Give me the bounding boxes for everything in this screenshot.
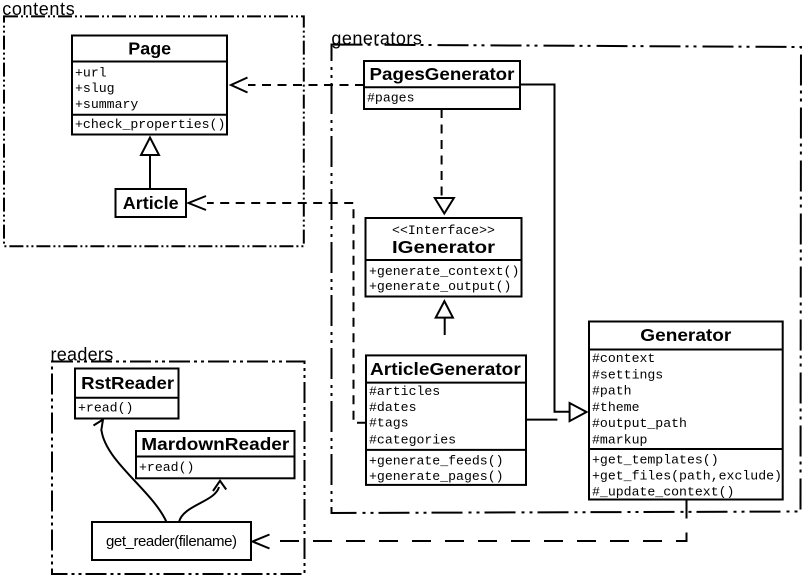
svg-text:+read(): +read() [139,460,194,475]
svg-text:Page: Page [128,39,171,59]
svg-text:#theme: #theme [592,400,640,415]
svg-text:#settings: #settings [592,367,663,382]
svg-text:+generate_context(): +generate_context() [369,264,519,279]
svg-text:get_reader(filename): get_reader(filename) [106,533,237,550]
svg-text:+generate_feeds(): +generate_feeds() [369,453,504,468]
svg-text:ArticleGenerator: ArticleGenerator [370,359,521,379]
svg-text:+slug: +slug [75,81,115,96]
svg-text:readers: readers [51,345,114,365]
svg-text:+get_templates(): +get_templates() [592,453,719,468]
svg-text:+check_properties(): +check_properties() [75,117,225,132]
svg-text:Generator: Generator [640,325,731,345]
svg-text:#path: #path [592,384,632,399]
svg-text:#categories: #categories [369,432,456,447]
svg-text:#pages: #pages [367,91,414,106]
svg-text:#output_path: #output_path [592,416,687,431]
svg-text:+read(): +read() [78,401,133,416]
svg-text:RstReader: RstReader [81,373,174,393]
svg-text:#context: #context [592,351,655,366]
svg-text:generators: generators [331,28,422,48]
svg-text:MardownReader: MardownReader [141,434,289,454]
svg-text:#_update_context(): #_update_context() [592,485,734,500]
svg-text:contents: contents [2,0,75,19]
svg-text:+generate_output(): +generate_output() [369,279,511,294]
svg-text:Article: Article [123,193,179,213]
svg-text:+summary: +summary [75,97,138,112]
svg-text:#articles: #articles [369,384,440,399]
svg-text:+get_files(path,exclude): +get_files(path,exclude) [592,469,782,484]
svg-text:+url: +url [75,66,107,81]
svg-text:#tags: #tags [369,416,409,431]
svg-text:<<Interface>>: <<Interface>> [392,223,495,238]
svg-text:#dates: #dates [369,400,416,415]
svg-text:+generate_pages(): +generate_pages() [369,469,504,484]
svg-text:IGenerator: IGenerator [392,237,495,257]
svg-text:PagesGenerator: PagesGenerator [370,64,515,84]
svg-text:#markup: #markup [592,432,647,447]
